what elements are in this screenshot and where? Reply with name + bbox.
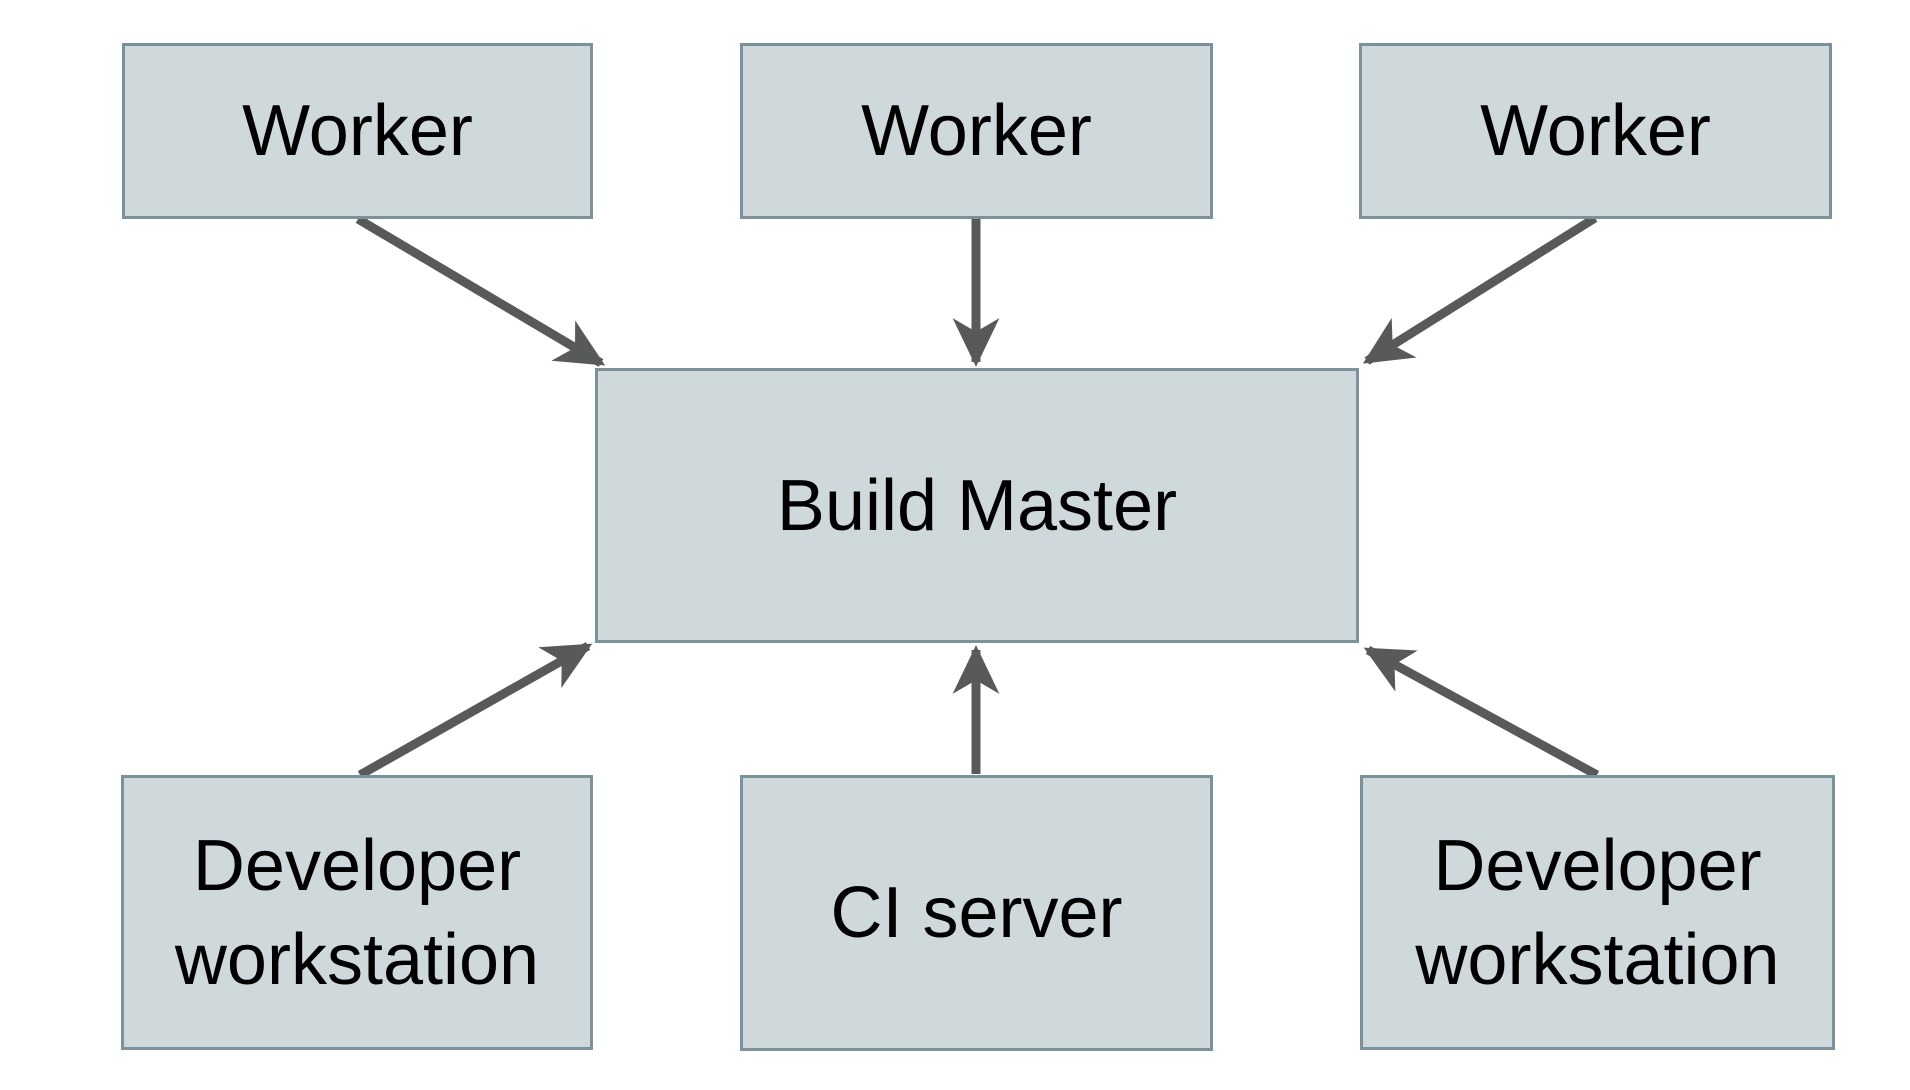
node-worker-3: Worker: [1359, 43, 1832, 219]
node-build-master: Build Master: [595, 368, 1359, 643]
node-developer-workstation-right: Developer workstation: [1360, 775, 1835, 1050]
node-worker-1-label: Worker: [242, 91, 473, 171]
node-ci-server: CI server: [740, 775, 1213, 1051]
node-worker-1: Worker: [122, 43, 593, 219]
node-ci-server-label: CI server: [830, 873, 1123, 953]
arrow-developer-workstation-left-to-build-master: [357, 642, 593, 779]
arrow-worker-3-to-build-master: [1362, 214, 1598, 365]
node-worker-2: Worker: [740, 43, 1213, 219]
arrow-worker-1-to-build-master: [355, 215, 606, 367]
node-developer-workstation-left-label: Developer workstation: [174, 825, 540, 1000]
node-worker-3-label: Worker: [1480, 91, 1711, 171]
node-build-master-label: Build Master: [776, 465, 1178, 546]
arrow-developer-workstation-right-to-build-master: [1363, 646, 1600, 779]
node-worker-2-label: Worker: [861, 91, 1092, 171]
node-developer-workstation-left: Developer workstation: [121, 775, 593, 1050]
node-developer-workstation-right-label: Developer workstation: [1415, 825, 1780, 1000]
